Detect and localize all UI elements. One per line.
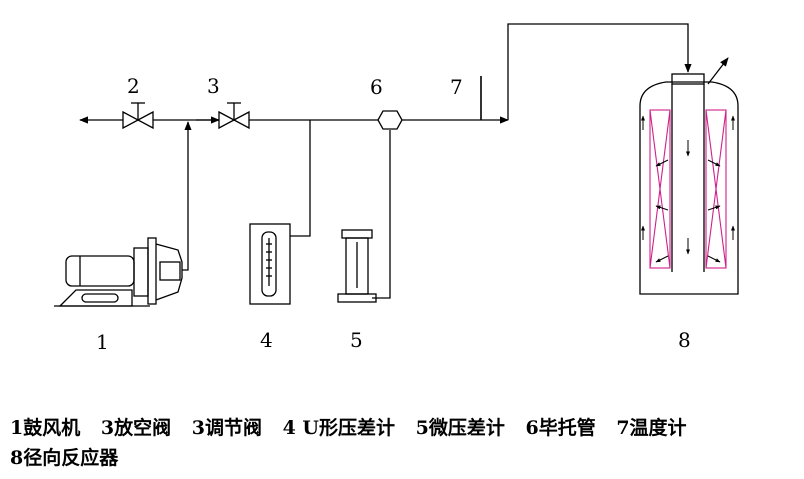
vent-valve bbox=[122, 102, 154, 130]
caption-item: 1鼓风机 bbox=[10, 417, 81, 439]
caption-item: 7温度计 bbox=[616, 417, 687, 439]
reactor-feed-pipe bbox=[507, 23, 692, 120]
micro-manometer-pipe bbox=[372, 130, 391, 299]
caption-item: 8径向反应器 bbox=[10, 447, 119, 469]
caption-item: 5微压差计 bbox=[415, 417, 505, 439]
u-manometer bbox=[249, 223, 291, 305]
caption-item: 4 U形压差计 bbox=[282, 417, 395, 439]
radial-reactor bbox=[639, 57, 739, 295]
caption-item: 3放空阀 bbox=[100, 417, 172, 439]
label-reactor: 8 bbox=[678, 328, 691, 352]
label-u-manometer: 4 bbox=[260, 328, 273, 352]
label-vent-valve: 2 bbox=[127, 74, 140, 98]
micro-manometer bbox=[337, 229, 377, 303]
label-micro-manometer: 5 bbox=[350, 328, 363, 352]
caption-item: 6毕托管 bbox=[525, 417, 596, 439]
label-control-valve: 3 bbox=[207, 74, 220, 98]
blower bbox=[54, 237, 183, 307]
label-thermometer: 7 bbox=[450, 75, 463, 99]
figure-caption: 1鼓风机 3放空阀 3调节阀 4 U形压差计 5微压差计 6毕托管 7温度计 8… bbox=[10, 413, 794, 473]
reactor-packing bbox=[649, 109, 727, 269]
blower-outlet-pipe bbox=[182, 121, 192, 271]
caption-item: 3调节阀 bbox=[191, 417, 262, 439]
u-manometer-pipe bbox=[290, 120, 311, 237]
control-valve bbox=[218, 102, 250, 130]
label-pitot: 6 bbox=[370, 75, 383, 99]
reactor-flow-arrows bbox=[641, 115, 735, 263]
label-blower: 1 bbox=[96, 330, 109, 354]
pitot-tube bbox=[377, 110, 403, 130]
